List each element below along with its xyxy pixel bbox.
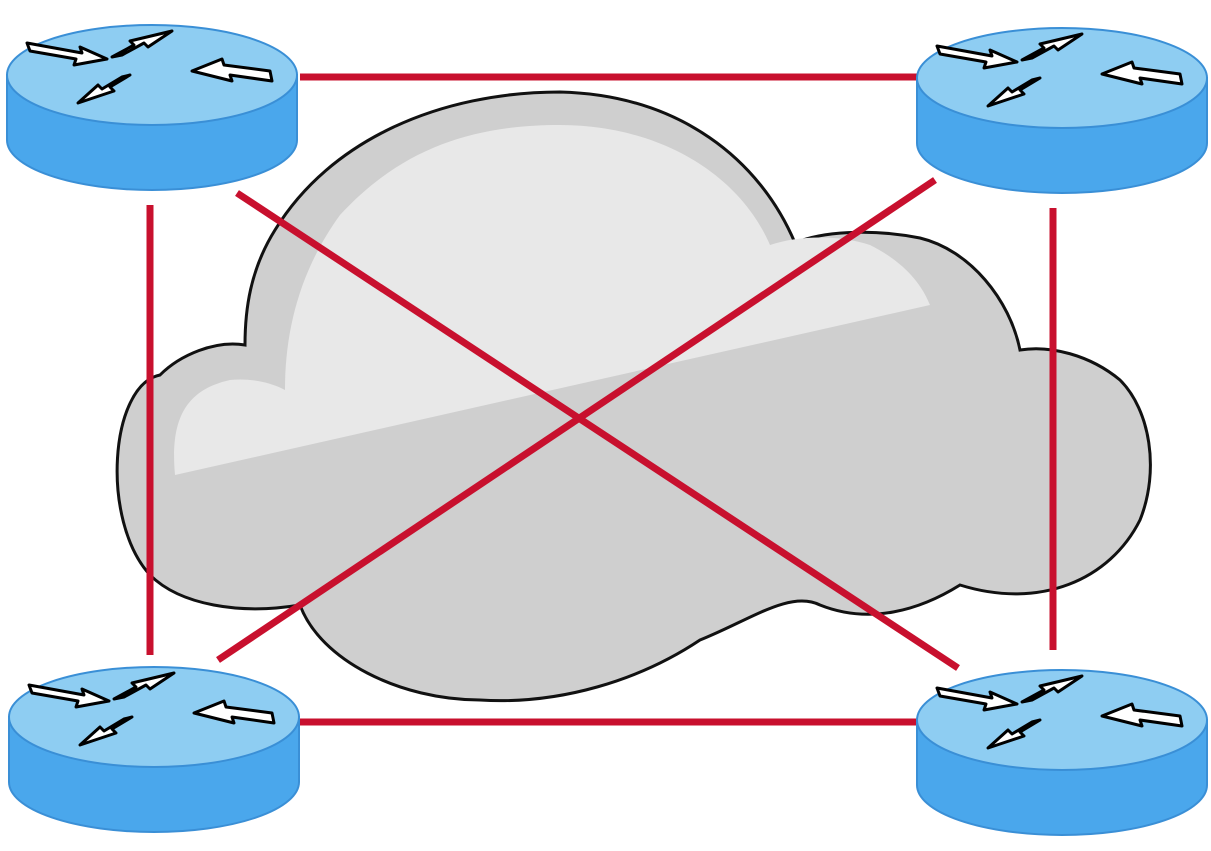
- mesh-links: [146, 73, 1057, 726]
- router-icon: [9, 667, 299, 832]
- router-icon: [917, 670, 1207, 835]
- router-top-right: [917, 28, 1207, 193]
- router-bottom-right: [917, 670, 1207, 835]
- router-top-left: [7, 25, 297, 190]
- link-diagonal-tr-bl: [216, 177, 937, 663]
- router-icon: [917, 28, 1207, 193]
- router-bottom-left: [9, 667, 299, 832]
- router-icon: [7, 25, 297, 190]
- link-diagonal-tl-br: [235, 190, 960, 671]
- cloud-icon: [115, 90, 1152, 703]
